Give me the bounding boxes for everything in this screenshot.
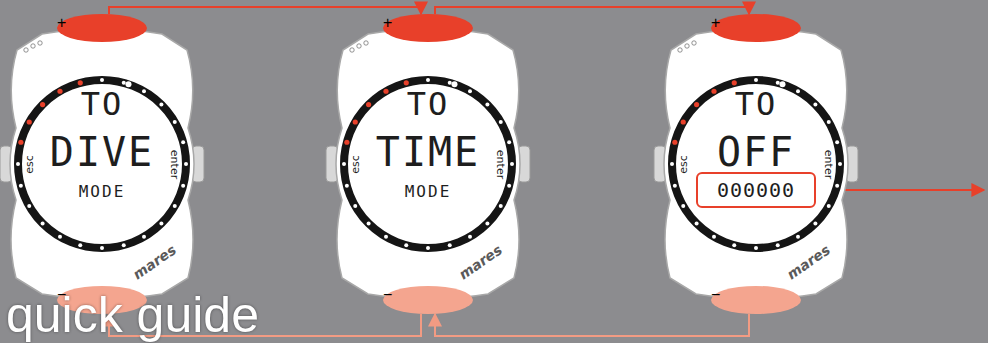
plus-symbol: + [57, 14, 66, 31]
minus-symbol: − [383, 286, 392, 303]
screen-text: TIME [376, 132, 480, 172]
plus-symbol: + [383, 14, 392, 31]
screen-text: TO [81, 88, 124, 120]
minus-symbol: − [711, 286, 720, 303]
plus-symbol: + [711, 14, 720, 31]
counter-box: 000000 [696, 172, 816, 208]
plus-button: + [383, 14, 473, 42]
button-arrow [109, 7, 421, 14]
enter-label: enter [823, 149, 836, 178]
enter-label: enter [169, 149, 182, 178]
plus-button: + [711, 14, 801, 42]
guide-title: quick guide [6, 290, 259, 340]
dive-computer-housing: escentermares+TOTIMEMODE− [328, 28, 528, 300]
display-screen: TO OFF 000000 [691, 88, 821, 238]
enter-label: enter [495, 149, 508, 178]
button-arrow [435, 314, 749, 336]
dive-computer-housing: escentermares+TOOFF000000− [656, 28, 856, 300]
counter-digits: 000000 [717, 180, 795, 200]
minus-button: − [711, 286, 801, 314]
esc-label: esc [348, 155, 361, 174]
minus-button: − [383, 286, 473, 314]
screen-text: MODE [79, 184, 126, 200]
button-arrow [435, 7, 749, 14]
display-screen: TO DIVE MODE [37, 88, 167, 238]
screen-text: TO [735, 88, 778, 120]
screen-text: TO [407, 88, 450, 120]
dive-computer-housing: escentermares+TODIVEMODE− [2, 28, 202, 300]
esc-label: esc [22, 155, 35, 174]
display-screen: TO TIME MODE [363, 88, 493, 238]
esc-label: esc [676, 155, 689, 174]
screen-text: DIVE [50, 132, 154, 172]
screen-text: OFF [717, 132, 795, 172]
plus-button: + [57, 14, 147, 42]
screen-text: MODE [405, 184, 452, 200]
